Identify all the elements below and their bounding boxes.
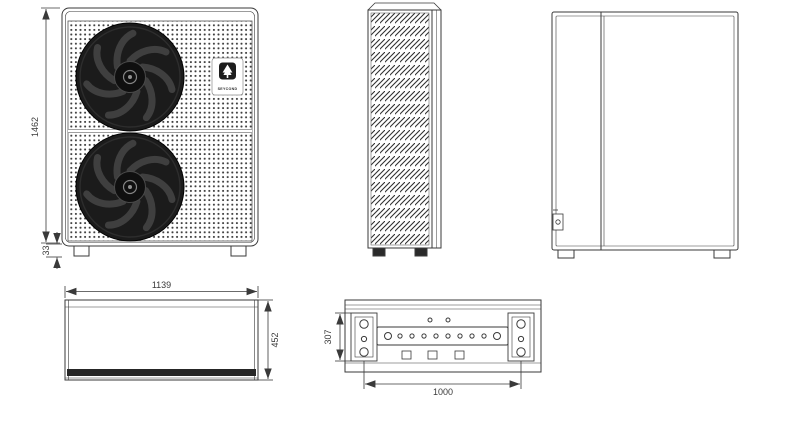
rear-view	[551, 11, 739, 259]
side-view	[367, 2, 442, 257]
dim-label-mount-depth: 307	[323, 329, 333, 344]
dim-label-base-height: 33	[41, 245, 51, 255]
front-foot-right	[230, 245, 247, 257]
bottom-outline	[344, 299, 542, 373]
dim-label-depth: 452	[270, 332, 280, 347]
mount-depth-dimension: 307	[323, 312, 351, 362]
front-fan-bottom	[75, 132, 185, 242]
side-foot-left	[372, 247, 386, 257]
rear-outer-panel	[551, 11, 739, 251]
front-foot-left	[73, 245, 90, 257]
front-inner-panel	[65, 11, 255, 243]
rear-foot-left	[557, 249, 575, 259]
front-view: SEYCOND	[61, 7, 259, 257]
base-height-dimension: 33	[41, 232, 62, 269]
front-fan-top	[75, 22, 185, 132]
depth-dimension: 452	[258, 299, 280, 381]
tree-icon	[222, 64, 233, 78]
rear-inner-panel	[555, 15, 735, 247]
top-outline	[64, 299, 259, 381]
top-view	[64, 299, 259, 381]
brand-logo-text: SEYCOND	[218, 87, 238, 91]
height-dimension: 1462	[30, 7, 60, 244]
side-foot-right	[414, 247, 428, 257]
mount-width-dimension: 1000	[363, 361, 522, 397]
bottom-view	[344, 299, 542, 373]
bottom-drain-openings	[401, 350, 465, 360]
top-grille-strip	[67, 369, 256, 376]
front-outer-panel	[61, 7, 259, 247]
rear-connector	[552, 209, 564, 231]
width-dimension: 1139	[64, 280, 259, 298]
dim-label-height: 1462	[30, 117, 40, 137]
bottom-rail	[376, 317, 509, 346]
brand-logo: SEYCOND	[211, 57, 244, 96]
dim-label-mount-width: 1000	[433, 387, 453, 397]
bottom-bracket-left	[350, 312, 378, 362]
dim-label-width: 1139	[152, 280, 171, 290]
rear-foot-right	[713, 249, 731, 259]
side-grille	[370, 12, 430, 246]
bottom-bracket-right	[507, 312, 535, 362]
